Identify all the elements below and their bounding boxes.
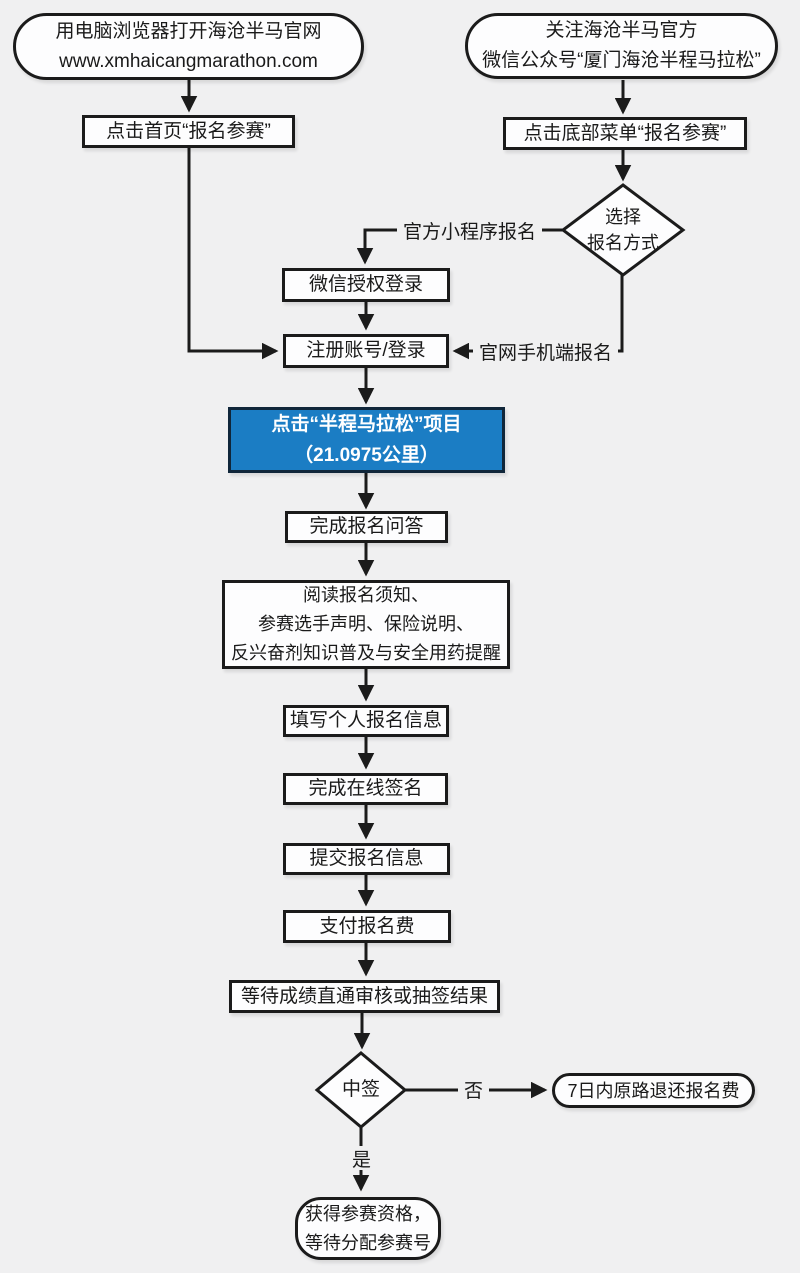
branch-label-mobile-web: 官网手机端报名: [473, 339, 619, 364]
node-fill-personal-info: 填写个人报名信息: [283, 705, 449, 737]
decision-lottery-label: 中签: [317, 1053, 405, 1127]
node-line: 微信公众号“厦门海沧半程马拉松”: [482, 50, 761, 71]
node-line: 获得参赛资格，: [305, 1203, 431, 1224]
node-refund-fee: 7日内原路退还报名费: [552, 1073, 755, 1108]
node-label: 7日内原路退还报名费: [567, 1080, 740, 1101]
node-line: 参赛选手声明、保险说明、: [258, 614, 474, 634]
node-label: 完成报名问答: [309, 516, 424, 537]
node-click-bottom-menu-register: 点击底部菜单“报名参赛”: [503, 117, 747, 150]
node-label: 支付报名费: [319, 915, 415, 937]
label-text: 官方小程序报名: [403, 221, 537, 243]
node-label: 提交报名信息: [309, 848, 424, 869]
node-line: www.xmhaicangmarathon.com: [59, 50, 318, 72]
node-label: 完成在线签名: [308, 778, 423, 799]
branch-label-mini-program: 官方小程序报名: [397, 218, 543, 243]
decision-lottery: [314, 1051, 408, 1129]
node-pay-fee: 支付报名费: [283, 910, 451, 943]
arrow-clickhome-to-register: [187, 148, 279, 360]
node-wechat-auth-login: 微信授权登录: [282, 268, 450, 302]
node-label: 微信授权登录: [308, 274, 423, 295]
node-label: 点击首页“报名参赛”: [106, 120, 271, 142]
node-line: 选择: [605, 207, 641, 227]
branch-label-no: 否: [458, 1077, 490, 1102]
node-line: 报名方式: [587, 233, 659, 253]
node-line: （21.0975公里）: [294, 445, 439, 466]
node-open-official-site: 用电脑浏览器打开海沧半马官网 www.xmhaicangmarathon.com: [13, 13, 364, 80]
node-register-account-login: 注册账号/登录: [283, 334, 449, 368]
node-line: 阅读报名须知、: [303, 585, 429, 605]
label-text: 是: [352, 1149, 372, 1171]
node-complete-qa: 完成报名问答: [285, 511, 448, 543]
label-text: 官网手机端报名: [479, 342, 613, 364]
node-label: 中签: [341, 1079, 380, 1100]
node-follow-wechat-account: 关注海沧半马官方 微信公众号“厦门海沧半程马拉松”: [465, 13, 778, 79]
branch-label-yes: 是: [346, 1146, 378, 1171]
node-label: 点击底部菜单“报名参赛”: [523, 122, 727, 144]
decision-choose-method: [560, 183, 686, 277]
label-text: 否: [464, 1080, 484, 1102]
node-read-notices: 阅读报名须知、 参赛选手声明、保险说明、 反兴奋剂知识普及与安全用药提醒: [222, 580, 510, 669]
node-label: 填写个人报名信息: [289, 710, 442, 731]
node-label: 等待成绩直通审核或抽签结果: [240, 985, 488, 1007]
node-select-half-marathon-event: 点击“半程马拉松”项目 （21.0975公里）: [228, 407, 505, 473]
node-wait-review-or-lottery: 等待成绩直通审核或抽签结果: [229, 980, 500, 1013]
node-qualified: 获得参赛资格， 等待分配参赛号: [295, 1197, 441, 1260]
node-line: 反兴奋剂知识普及与安全用药提醒: [231, 643, 501, 663]
node-line: 等待分配参赛号: [305, 1232, 431, 1253]
node-online-signature: 完成在线签名: [283, 773, 448, 805]
node-click-homepage-register: 点击首页“报名参赛”: [82, 115, 295, 148]
decision-choose-method-label: 选择 报名方式: [563, 187, 683, 273]
node-line: 用电脑浏览器打开海沧半马官网: [55, 20, 322, 42]
node-line: 点击“半程马拉松”项目: [271, 414, 462, 435]
node-submit-registration: 提交报名信息: [283, 843, 450, 875]
node-line: 关注海沧半马官方: [545, 20, 698, 41]
node-label: 注册账号/登录: [306, 340, 426, 361]
